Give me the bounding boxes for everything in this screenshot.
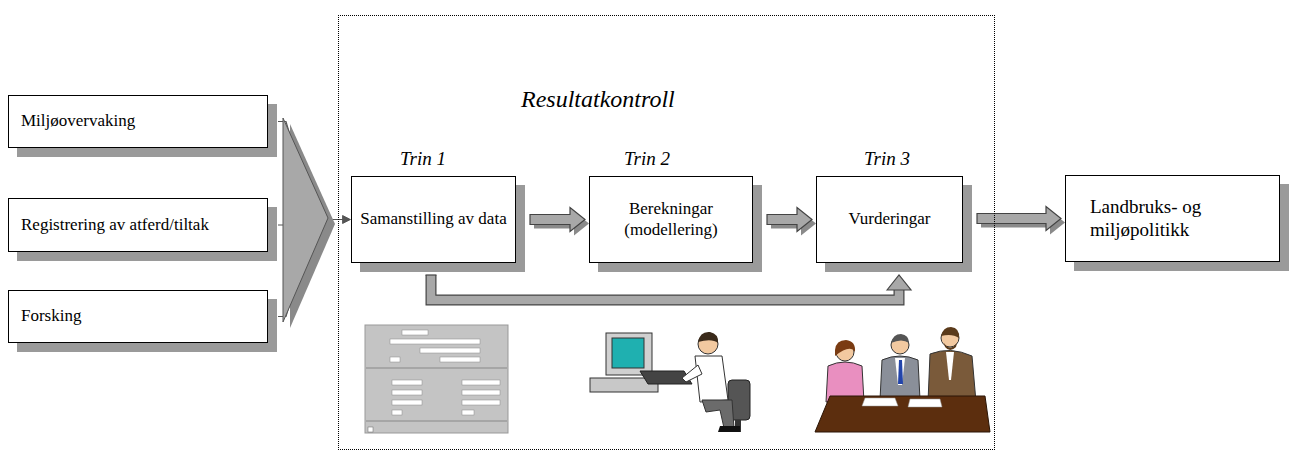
dotted-region: Trin 1Samanstilling av dataTrin 2Berekni… — [338, 15, 995, 450]
step-box: Trin 2Berekningar (modellering) — [589, 176, 753, 263]
input-box: Miljøovervaking — [8, 95, 268, 148]
step-box: Trin 1Samanstilling av data — [351, 176, 516, 263]
arrow-body — [767, 208, 812, 232]
input-box: Registrering av atferd/tiltak — [8, 198, 268, 252]
arrow-body — [431, 275, 899, 300]
step-label: Trin 3 — [864, 148, 910, 170]
arrow-outline — [431, 275, 899, 300]
illustrations — [365, 325, 990, 433]
policy-box: Landbruks- og miljøpolitikk — [1065, 175, 1280, 262]
input-box: Forsking — [8, 290, 268, 343]
arrow-body — [977, 207, 1061, 231]
arrow-tail — [426, 274, 437, 275]
block-arrow — [530, 208, 589, 236]
arrow-head — [887, 275, 911, 290]
step-label: Trin 2 — [624, 148, 670, 170]
box-label: Forsking — [9, 306, 267, 326]
region-title: Resultatkontroll — [521, 86, 675, 113]
block-arrow — [426, 275, 912, 300]
step-box: Trin 3Vurderingar — [816, 176, 963, 263]
box-label: Registrering av atferd/tiltak — [9, 215, 267, 235]
arrow-body — [530, 208, 585, 232]
box-label: Miljøovervaking — [9, 111, 267, 131]
block-arrow — [767, 208, 816, 236]
computer-illustration — [590, 332, 750, 432]
box-label: Landbruks- og miljøpolitikk — [1066, 196, 1279, 242]
box-label: Berekningar (modellering) — [590, 199, 752, 240]
box-label: Vurderingar — [817, 209, 962, 229]
meeting-illustration — [815, 327, 990, 432]
merge-arrow — [283, 118, 335, 328]
box-label: Samanstilling av data — [352, 209, 515, 229]
step-label: Trin 1 — [400, 148, 446, 170]
form-illustration — [365, 325, 508, 433]
block-arrow — [977, 207, 1065, 235]
